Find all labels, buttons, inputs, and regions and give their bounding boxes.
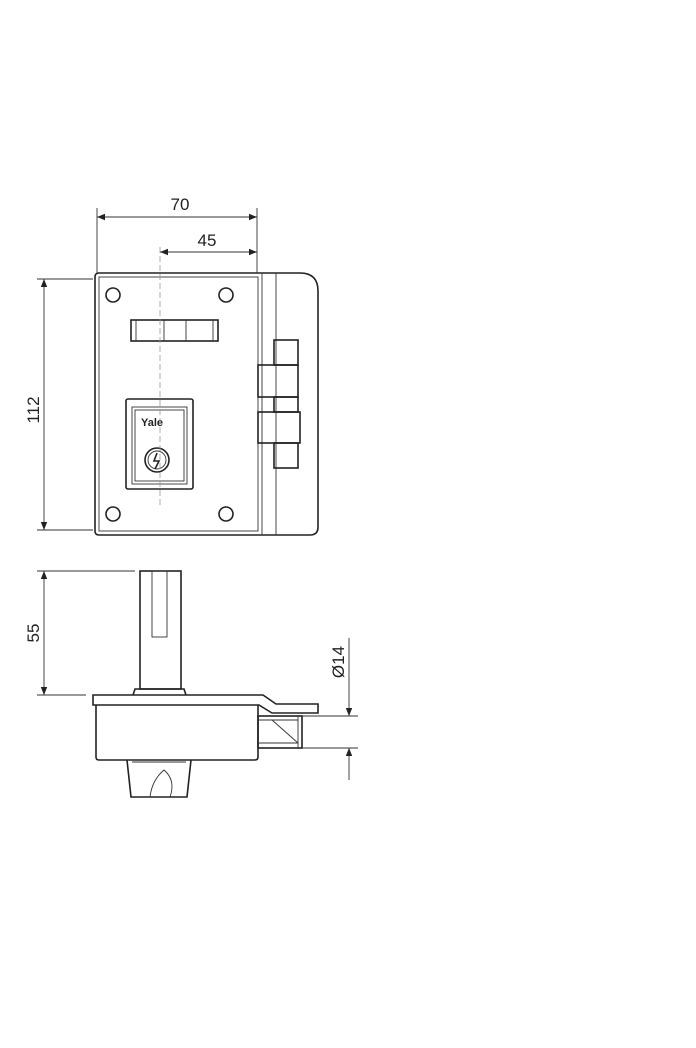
backset-label: 45 [198,231,217,250]
screw-hole [105,506,121,522]
bolts [257,339,301,469]
bolt-diameter-label: Ø14 [329,646,348,678]
yale-logo: Yale [141,417,163,429]
mounting-flange [92,694,319,714]
thumb-turn [126,759,192,798]
side-bolt [257,715,303,749]
projection-label: 55 [24,624,43,643]
case-body [95,705,259,761]
slider-slot [130,319,219,342]
front-plate-inner [98,276,259,532]
screw-hole [105,287,121,303]
screw-hole [218,506,234,522]
dimension-width: 70 [96,195,258,273]
spindle [139,570,182,690]
dimension-projection: 55 [24,570,135,696]
key-icon [152,452,161,470]
dimension-bolt-diameter: Ø14 [302,638,358,780]
dimension-backset: 45 [160,231,257,256]
side-view [92,570,319,798]
spindle-slot [151,570,168,638]
screw-hole [218,287,234,303]
front-view: Yale [94,247,319,536]
height-label: 112 [24,396,43,423]
lock-case-outline [94,272,319,536]
keyhole-cylinder [144,447,170,473]
width-label: 70 [171,195,190,214]
cylinder-escutcheon: Yale [125,398,194,490]
dimension-height: 112 [24,278,93,531]
